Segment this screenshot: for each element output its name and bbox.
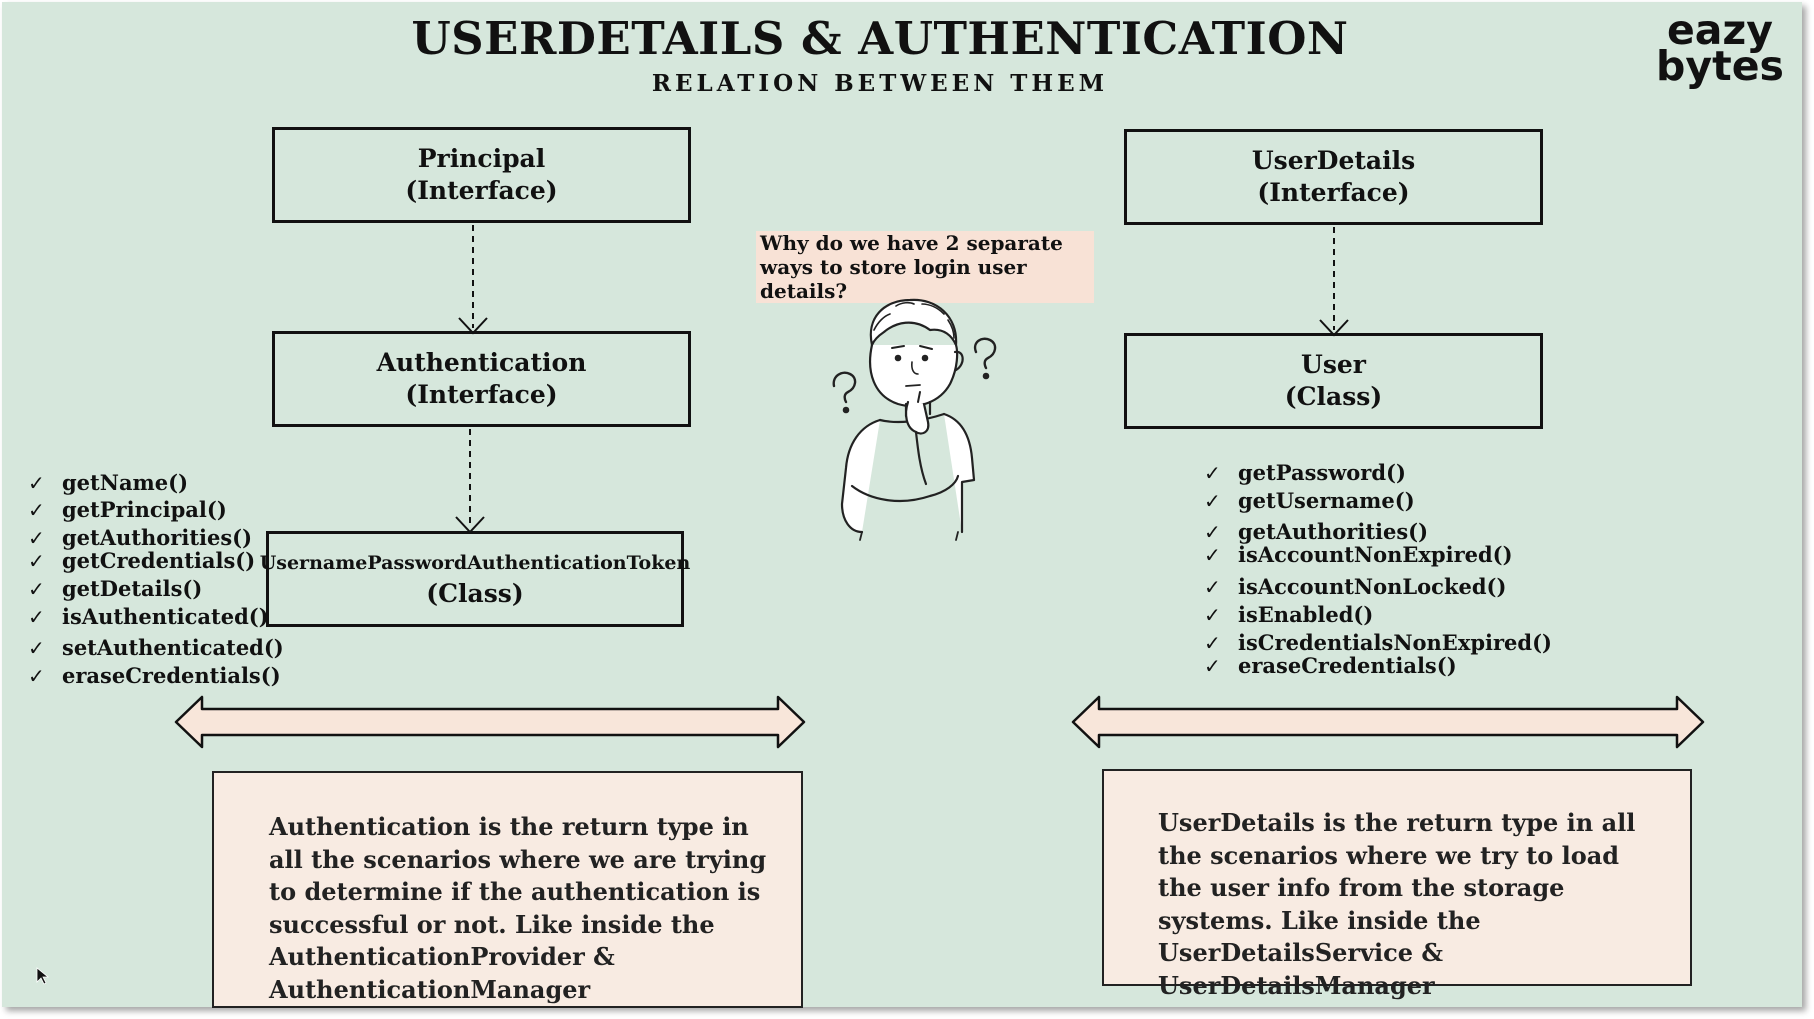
list-item: ✓ isCredentialsNonExpired() [1204,630,1552,655]
user-name: User [1301,350,1366,379]
logo-line-1: eazy [1666,6,1774,54]
userdetails-name: UserDetails [1251,146,1416,175]
authentication-note-text: Authentication is the return type in all… [269,812,767,1004]
principal-name: Principal [417,144,546,173]
check-icon: ✓ [1204,543,1221,567]
principal-kind: (Interface) [405,176,558,205]
method-name: isAuthenticated() [62,604,269,629]
list-item: ✓ getAuthorities() [1204,519,1428,544]
eazybytes-logo: eazy bytes [1650,6,1790,90]
user-kind: (Class) [1284,382,1383,411]
method-name: getDetails() [62,576,203,601]
method-name: isCredentialsNonExpired() [1238,630,1552,655]
list-item: ✓ isAccountNonLocked() [1204,574,1506,599]
method-name: setAuthenticated() [62,635,284,660]
check-icon: ✓ [28,549,45,573]
double-arrow-right [1071,695,1705,749]
page-subtitle: RELATION BETWEEN THEM [651,70,1109,97]
method-name: getUsername() [1238,488,1415,513]
check-icon: ✓ [28,577,45,601]
list-item: ✓ getName() [28,470,188,495]
token-name: UsernamePasswordAuthenticationToken [259,552,691,574]
userdetails-kind: (Interface) [1257,178,1410,207]
authentication-kind: (Interface) [405,380,558,409]
list-item: ✓ getPrincipal() [28,497,227,522]
method-name: eraseCredentials() [62,663,281,688]
method-name: getPrincipal() [62,497,227,522]
userdetails-box: UserDetails (Interface) [1124,129,1543,225]
method-name: isEnabled() [1238,602,1374,627]
authentication-box: Authentication (Interface) [272,331,691,427]
check-icon: ✓ [1204,603,1221,627]
list-item: ✓ eraseCredentials() [28,663,281,688]
userdetails-note-text: UserDetails is the return type in all th… [1158,808,1636,1000]
check-icon: ✓ [1204,520,1221,544]
method-name: getName() [62,470,188,495]
principal-box: Principal (Interface) [272,127,691,223]
check-icon: ✓ [1204,461,1221,485]
logo-line-2: bytes [1656,42,1784,90]
userdetails-note: UserDetails is the return type in all th… [1102,769,1692,1000]
check-icon: ✓ [1204,654,1221,678]
token-kind: (Class) [426,579,524,608]
method-name: getCredentials() [62,548,256,573]
check-icon: ✓ [1204,631,1221,655]
thinking-person-illustration [832,298,997,541]
question-callout: Why do we have 2 separate ways to store … [756,231,1094,303]
token-box: UsernamePasswordAuthenticationToken (Cla… [260,531,690,627]
list-item: ✓ getDetails() [28,576,202,601]
method-name: getPassword() [1238,460,1406,485]
list-item: ✓ isEnabled() [1204,602,1373,627]
list-item: ✓ isAccountNonExpired() [1204,542,1513,567]
inheritance-connector-authentication-token [455,429,485,534]
method-name: eraseCredentials() [1238,653,1457,678]
authentication-name: Authentication [376,348,587,377]
check-icon: ✓ [1204,575,1221,599]
list-item: ✓ getCredentials() [28,548,255,573]
method-name: getAuthorities() [1238,519,1429,544]
check-icon: ✓ [1204,489,1221,513]
list-item: ✓ setAuthenticated() [28,635,284,660]
inheritance-connector-principal-authentication [458,225,488,335]
check-icon: ✓ [28,636,45,660]
check-icon: ✓ [28,605,45,629]
method-name: getAuthorities() [62,525,253,550]
list-item: ✓ getPassword() [1204,460,1406,485]
mouse-cursor-icon [36,967,50,985]
method-name: isAccountNonExpired() [1238,542,1513,567]
list-item: ✓ getAuthorities() [28,525,252,550]
double-arrow-left [174,695,806,749]
page-title: USERDETAILS & AUTHENTICATION [411,12,1349,65]
list-item: ✓ getUsername() [1204,488,1415,513]
method-name: isAccountNonLocked() [1238,574,1507,599]
check-icon: ✓ [28,471,45,495]
list-item: ✓ eraseCredentials() [1204,653,1457,678]
inheritance-connector-userdetails-user [1319,227,1349,337]
list-item: ✓ isAuthenticated() [28,604,269,629]
check-icon: ✓ [28,526,45,550]
check-icon: ✓ [28,664,45,688]
authentication-note: Authentication is the return type in all… [212,771,803,1008]
check-icon: ✓ [28,498,45,522]
